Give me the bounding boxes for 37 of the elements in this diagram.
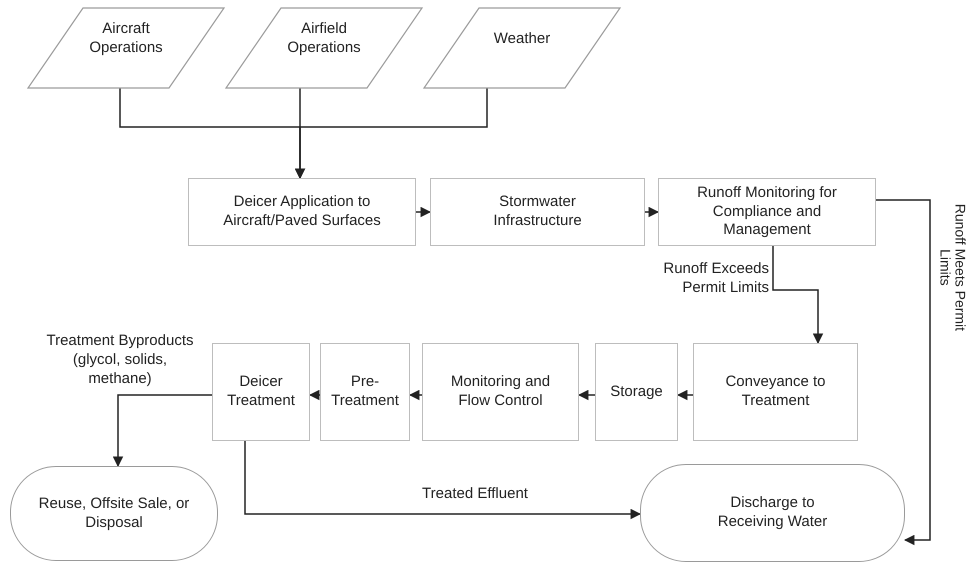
node-label: Reuse, Offsite Sale, or Disposal [38,494,190,532]
process-box [320,343,410,441]
arrow [308,390,320,400]
process-box [188,178,416,246]
arrow [112,394,212,468]
node-label: Deicer Treatment [226,373,296,411]
input-parallelogram [28,8,224,88]
node-label: Discharge to Receiving Water [716,494,828,532]
arrow [676,390,693,400]
input-parallelogram [424,8,620,88]
arrow [244,441,642,520]
arrow [578,390,595,400]
node-label: Pre-Treatment [330,373,400,411]
node-label: Storage [610,382,663,402]
node-label: Runoff Monitoring for Compliance and Management [696,184,838,240]
process-box [693,343,858,441]
arrow [772,246,824,344]
process-box [595,343,678,441]
input-parallelogram [226,8,422,88]
arrow [408,390,422,400]
node-label: Monitoring and Flow Control [450,373,552,411]
node-label: Stormwater Infrastructure [492,193,583,231]
terminal-shape [10,466,218,561]
process-box [422,343,579,441]
terminal-shape [640,464,905,562]
arrow [645,206,660,218]
arrow [416,206,432,218]
arrow [294,88,488,180]
node-label: Deicer Application to Aircraft/Paved Surfaces [222,193,382,231]
process-box [658,178,876,246]
node-label: Airfield Operations [286,20,362,58]
process-box [430,178,645,246]
node-label: Aircraft Operations [88,20,164,58]
node-label: Conveyance to Treatment [724,373,827,411]
process-box [212,343,310,441]
node-label: Weather [494,30,550,48]
arrow [876,199,931,546]
